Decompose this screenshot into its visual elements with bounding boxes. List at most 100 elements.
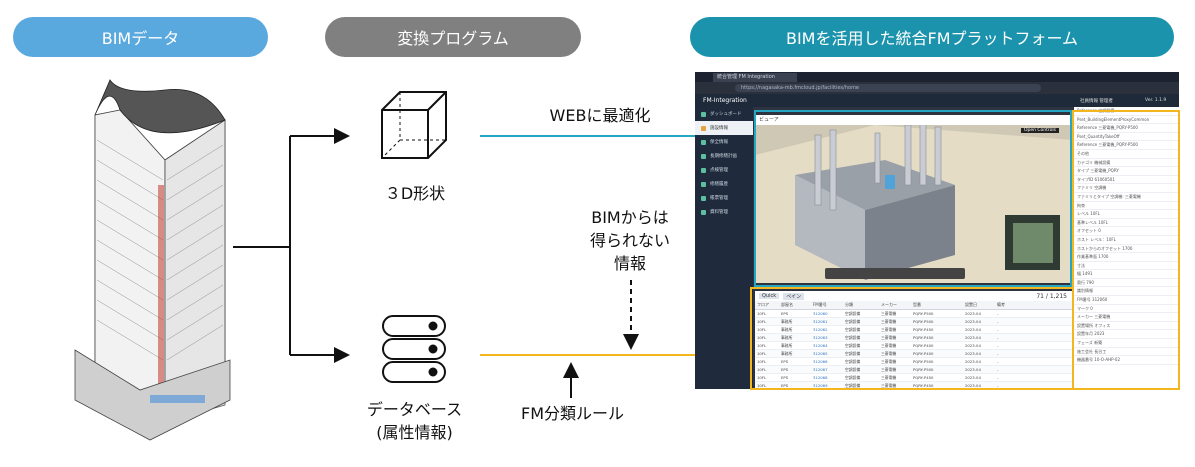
grid-column-header[interactable]: フロア	[757, 302, 769, 307]
grid-column-header[interactable]: 分類	[845, 302, 853, 307]
grid-tab-pane[interactable]: ペイン	[783, 292, 805, 300]
table-cell: PQRY-P450	[913, 383, 934, 388]
grid-column-header[interactable]: 型番	[913, 302, 921, 307]
viewer-title: ビューア	[759, 117, 779, 123]
grid-column-header[interactable]: 設置日	[965, 302, 977, 307]
sidebar-item-label: 帳票管理	[710, 196, 728, 201]
table-cell: 312065	[813, 351, 828, 356]
sidebar-item-repair-history[interactable]: 修繕履歴	[695, 177, 753, 191]
grid-column-header[interactable]: メーカー	[881, 302, 897, 307]
open-controls-button[interactable]: Open Controls	[1020, 128, 1059, 133]
sidebar-item-maintenance[interactable]: 保全情報	[695, 135, 753, 149]
sidebar-item-label: 長期修繕計画	[710, 154, 737, 159]
table-cell: PQRY-P500	[913, 359, 934, 364]
table-cell: 空調設備	[845, 343, 861, 348]
grid-tab-quick[interactable]: Quick	[759, 293, 780, 299]
table-cell: 10FL	[757, 343, 767, 348]
browser-tab-bar: 統合管理 FM Integration	[695, 72, 1179, 82]
building-icon	[701, 125, 706, 131]
browser-tab[interactable]: 統合管理 FM Integration	[713, 73, 797, 82]
table-cell: 三菱電機	[881, 351, 897, 356]
app-sidebar: ダッシュボード 施設情報 保全情報 長期修繕計画 点検管理 修繕履歴 帳票管理 …	[695, 107, 753, 389]
sidebar-item-label: 保全情報	[710, 140, 728, 145]
sidebar-item-repair-plan[interactable]: 長期修繕計画	[695, 149, 753, 163]
table-cell: 空調設備	[845, 327, 861, 332]
table-cell: 312061	[813, 319, 828, 324]
grid-header-row: フロア 部屋名 FM番号 分類 メーカー 型番 設置日 備考	[755, 301, 1073, 310]
property-row: レベル 10FL	[1074, 210, 1179, 219]
grid-record-count: 71 / 1,215	[1036, 292, 1067, 300]
table-cell: 10FL	[757, 327, 767, 332]
table-cell: 2023-04	[965, 351, 981, 356]
model-viewer-3d[interactable]: ビューア Open Controls	[755, 115, 1073, 283]
table-cell: 10FL	[757, 351, 767, 356]
browser-url-bar: https://nagasaka-mb.fmcloud.jp/facilitie…	[695, 82, 1179, 94]
table-cell: 2023-04	[965, 343, 981, 348]
table-cell: 事務所	[781, 327, 793, 332]
table-cell: 三菱電機	[881, 343, 897, 348]
table-cell: 空調設備	[845, 359, 861, 364]
table-cell: 10FL	[757, 311, 767, 316]
database-label-line2: (属性情報)	[376, 423, 453, 442]
grid-column-header[interactable]: FM番号	[813, 302, 827, 307]
viewer-toolbar[interactable]	[825, 268, 965, 279]
table-cell: 10FL	[757, 367, 767, 372]
table-cell: 空調設備	[845, 367, 861, 372]
attribute-highlight-frame-grid	[750, 287, 1074, 390]
user-info[interactable]: 社員情報 管理者	[1080, 99, 1113, 104]
dashboard-icon	[701, 111, 706, 117]
property-row: Pset_QuantityTakeOff	[1074, 133, 1179, 142]
sidebar-item-dashboard[interactable]: ダッシュボード	[695, 107, 753, 121]
grid-column-header[interactable]: 備考	[997, 302, 1005, 307]
sidebar-item-label: 資料管理	[710, 210, 728, 215]
table-cell: -	[997, 327, 999, 332]
sidebar-item-reports[interactable]: 帳票管理	[695, 191, 753, 205]
table-cell: 三菱電機	[881, 319, 897, 324]
web-optimize-label: WEBに最適化	[549, 106, 651, 125]
table-cell: EPS	[781, 375, 789, 380]
property-row: 基準レベル 10FL	[1074, 219, 1179, 228]
property-row: ファミリとタイプ 空調機: 三菱電機	[1074, 193, 1179, 202]
property-row: ファミリ 空調機	[1074, 184, 1179, 193]
table-cell: EPS	[781, 383, 789, 388]
app-name: FM-Integration	[703, 97, 747, 104]
table-cell: 2023-04	[965, 367, 981, 372]
property-row: 幅 1491	[1074, 270, 1179, 279]
table-cell: 312067	[813, 367, 828, 372]
table-cell: 2023-04	[965, 335, 981, 340]
table-cell: 10FL	[757, 359, 767, 364]
table-cell: -	[997, 359, 999, 364]
property-row: 設置年月 2023	[1074, 330, 1179, 340]
url-field[interactable]: https://nagasaka-mb.fmcloud.jp/facilitie…	[735, 84, 1041, 92]
property-row: 作業基準面 1700	[1074, 253, 1179, 262]
table-cell: PQRY-P400	[913, 343, 934, 348]
property-row: ホストからのオフセット 1700	[1074, 245, 1179, 254]
app-version: Ver. 1.1.9	[1145, 98, 1167, 103]
table-cell: 空調設備	[845, 383, 861, 388]
sidebar-item-documents[interactable]: 資料管理	[695, 205, 753, 219]
property-row: 奥行 790	[1074, 279, 1179, 288]
property-row: オフセット 0	[1074, 227, 1179, 236]
grid-column-header[interactable]: 部屋名	[781, 302, 793, 307]
sidebar-item-inspection[interactable]: 点検管理	[695, 163, 753, 177]
sidebar-item-facilities[interactable]: 施設情報	[695, 121, 753, 135]
property-row: カテゴリ 機械設備	[1074, 159, 1179, 168]
table-cell: 三菱電機	[881, 311, 897, 316]
table-cell: 2023-04	[965, 327, 981, 332]
not-from-bim-line3: 情報	[613, 254, 646, 273]
table-cell: PQRY-P450	[913, 335, 934, 340]
sidebar-item-label: 点検管理	[710, 168, 728, 173]
property-row: タイプID 61060501	[1074, 176, 1179, 185]
table-cell: 312068	[813, 375, 828, 380]
not-from-bim-line1: BIMからは	[591, 208, 669, 227]
